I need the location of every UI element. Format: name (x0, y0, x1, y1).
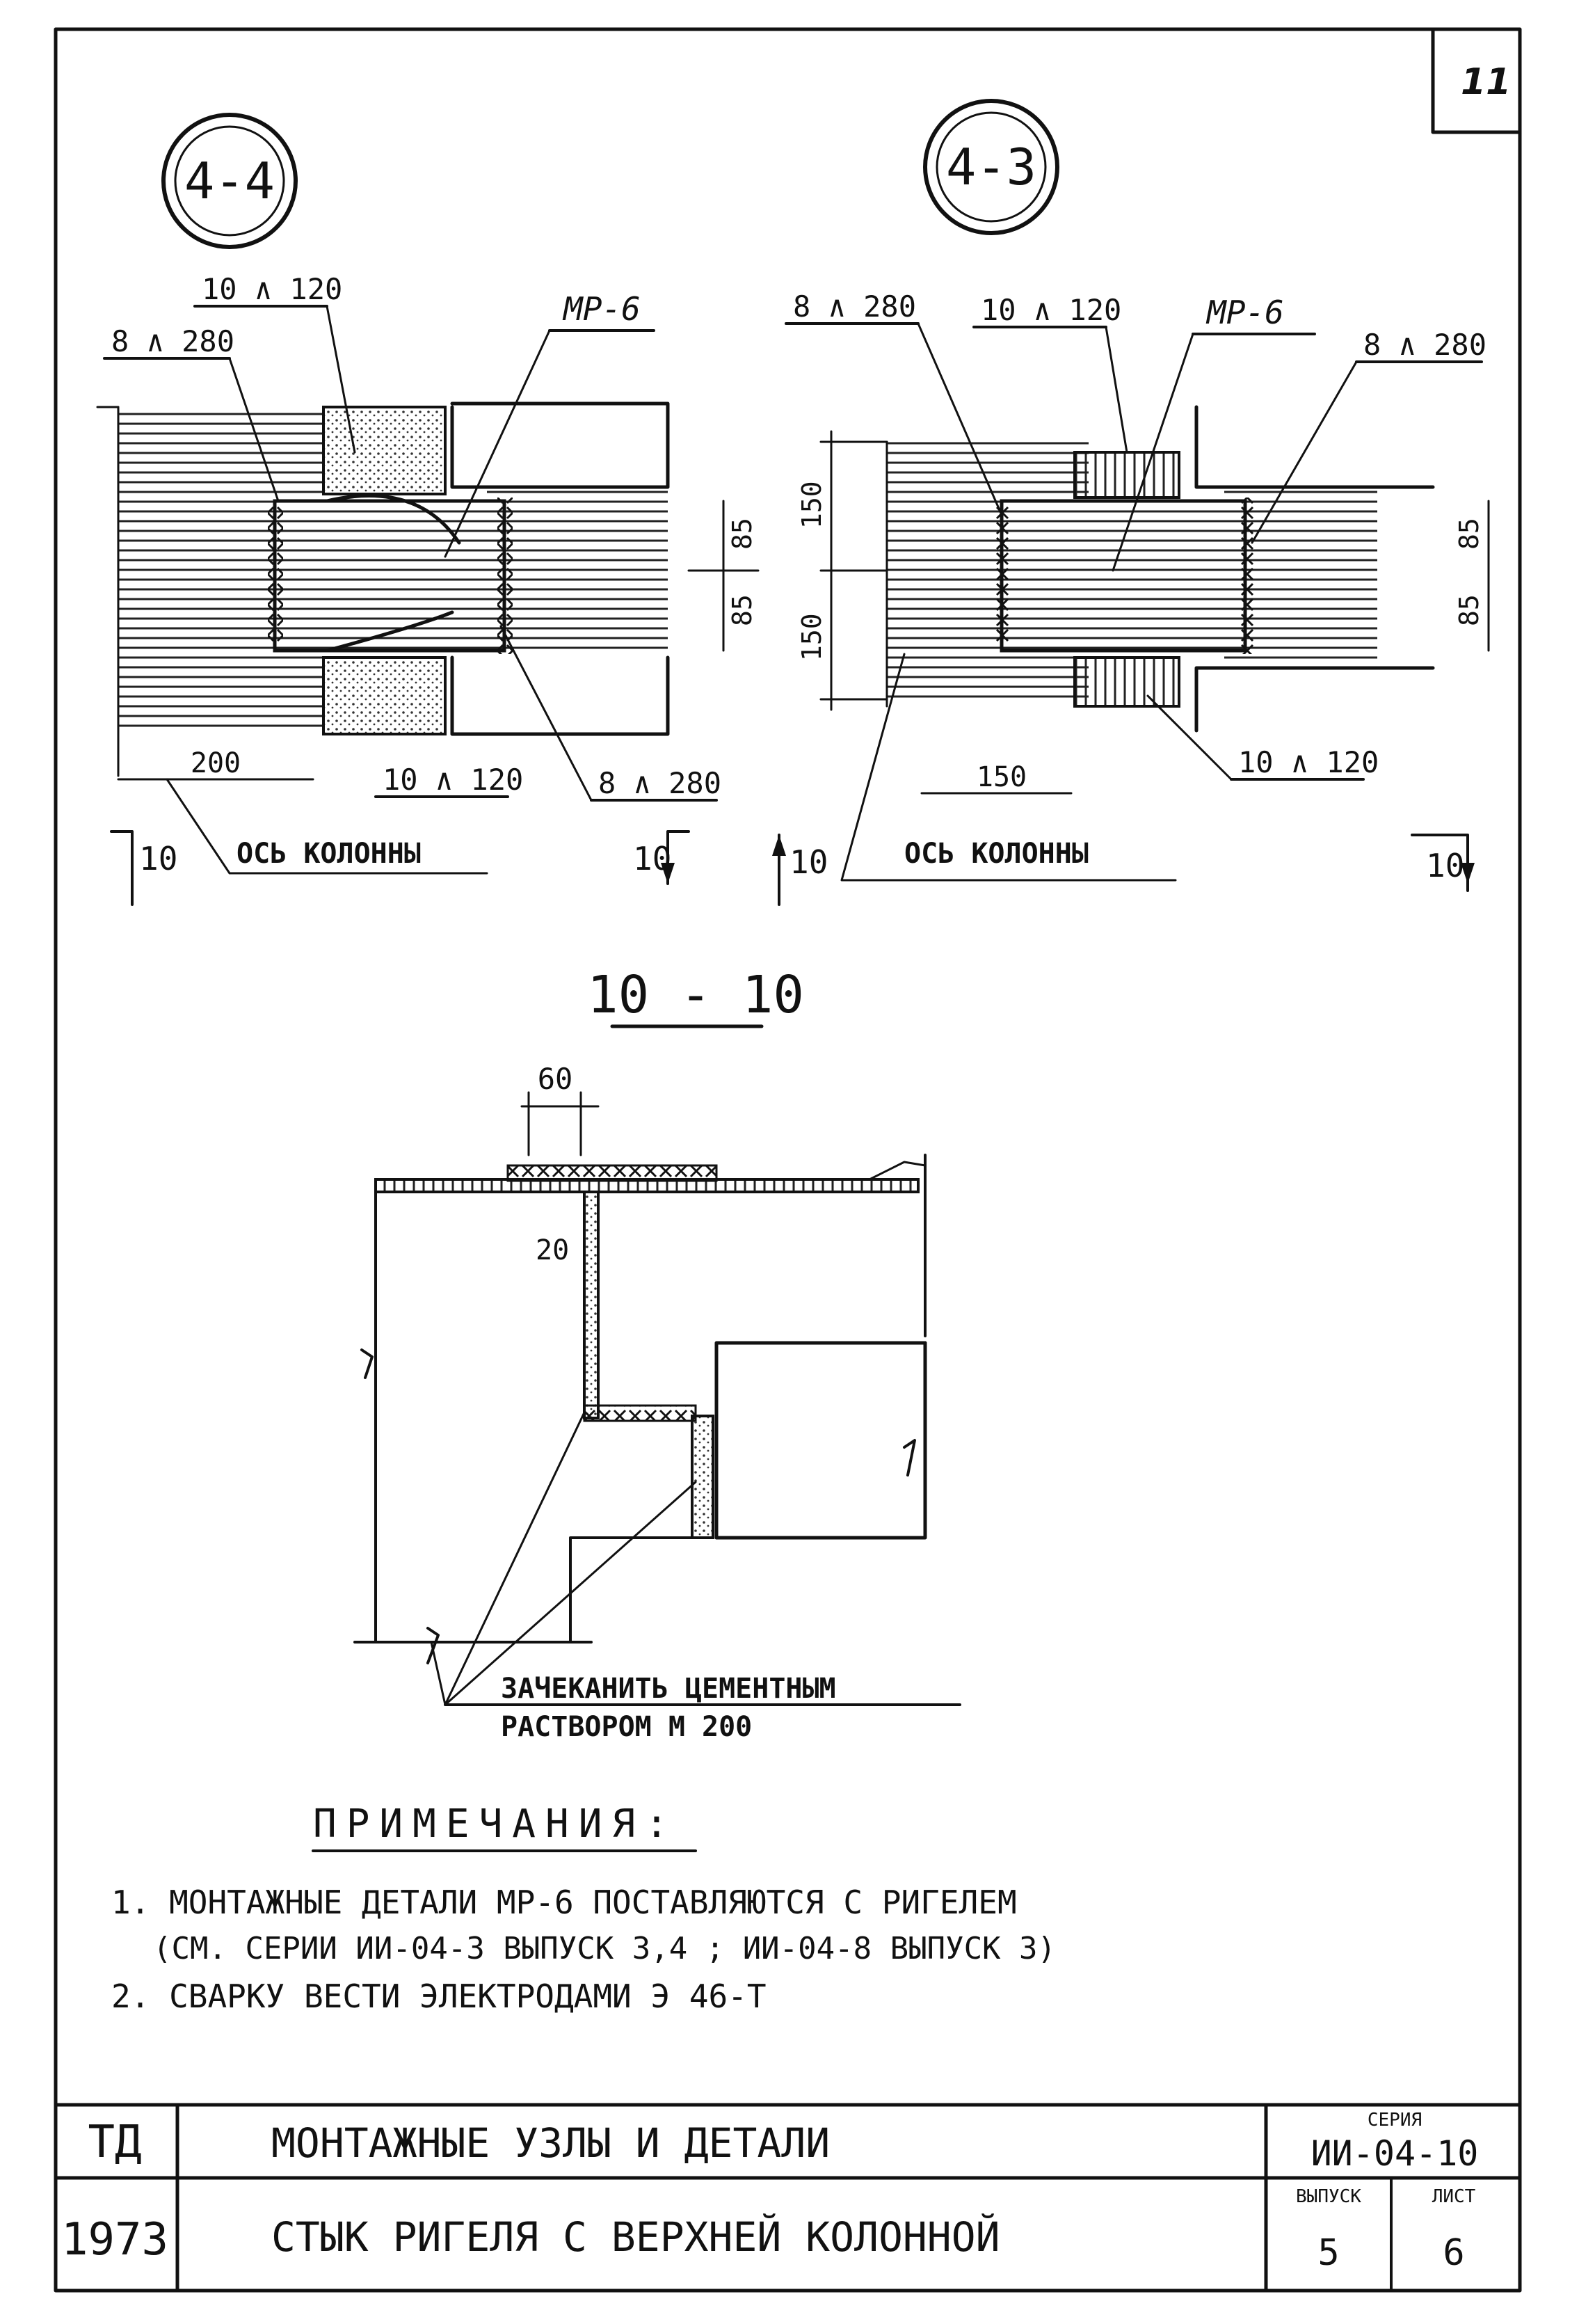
beam-hatch-left (487, 487, 668, 651)
drawing-title: МОНТАЖНЫЕ УЗЛЫ И ДЕТАЛИ (271, 2119, 830, 2167)
page-number-box: 11 (1431, 27, 1522, 134)
view-badge-4-4: 4-4 (161, 113, 298, 249)
sheet-frame (54, 27, 1522, 2293)
weld-callout-bottom-right: 8 ∧ 280 (598, 766, 721, 800)
note-2: 2. СВАРКУ ВЕСТИ ЭЛЕКТРОДАМИ Э 46-Т (111, 1977, 767, 2015)
svg-text:4-3: 4-3 (946, 138, 1036, 196)
axis-label-left: ОСЬ КОЛОННЫ (237, 838, 421, 870)
weld-right-vertical-l (497, 498, 513, 654)
dim-85-bottom-left: 85 (727, 594, 758, 626)
dim-200: 200 (191, 747, 241, 779)
section-mark-right-a: 10 (790, 843, 828, 881)
note-1-line-2: (СМ. СЕРИИ ИИ-04-3 ВЫПУСК 3,4 ; ИИ-04-8 … (153, 1931, 1056, 1966)
weld-callout-bottom-r: 10 ∧ 120 (1238, 745, 1379, 779)
view-badge-4-3: 4-3 (923, 99, 1059, 235)
weld-left-vertical-r (995, 504, 1010, 644)
vertical-plate (583, 1191, 600, 1419)
grout-note-line2: РАСТВОРОМ М 200 (501, 1711, 752, 1743)
grout-fill (691, 1415, 714, 1539)
view-4-3: 4-3 150 150 8 ∧ 280 10 ∧ 120 МР-6 8 ∧ 28… (772, 99, 1490, 906)
mr6-plate-right (1000, 499, 1247, 653)
view-4-4: 4-4 8 ∧ 280 10 ∧ 120 МР-6 10 ∧ 120 8 ∧ (96, 113, 760, 906)
sheet-value: 6 (1443, 2232, 1464, 2274)
weld-right-vertical-r (1238, 498, 1253, 654)
svg-text:4-4: 4-4 (184, 152, 275, 210)
bar-top-left (322, 406, 447, 495)
weld-callout-top-right-r: 8 ∧ 280 (1363, 328, 1486, 362)
issue-value: 5 (1317, 2232, 1339, 2274)
note-1-line-1: 1. МОНТАЖНЫЕ ДЕТАЛИ МР-6 ПОСТАВЛЯЮТСЯ С … (111, 1884, 1017, 1921)
dim-150-width: 150 (977, 761, 1027, 793)
dim-60: 60 (538, 1062, 573, 1096)
weld-callout-bottom: 10 ∧ 120 (383, 763, 523, 797)
bar-top-right (1073, 451, 1180, 499)
section-mark-left-a: 10 (139, 840, 177, 877)
org-code: ТД (88, 2117, 141, 2168)
dim-85-bottom-right: 85 (1454, 594, 1484, 626)
section-mark-right-b: 10 (1426, 847, 1464, 884)
section-title: 10 - 10 (587, 965, 804, 1025)
notes-block: ПРИМЕЧАНИЯ: 1. МОНТАЖНЫЕ ДЕТАЛИ МР-6 ПОС… (111, 1801, 1056, 2015)
bottom-weld-10 (583, 1404, 697, 1422)
dim-150-bottom: 150 (796, 613, 827, 661)
weld-callout-top-left: 8 ∧ 280 (111, 324, 234, 358)
dim-85-top-left: 85 (727, 518, 758, 550)
dim-85-top-right: 85 (1454, 518, 1484, 550)
top-plate-weld (506, 1164, 718, 1182)
bar-bottom-right (1073, 656, 1180, 708)
weld-callout-top: 10 ∧ 120 (202, 272, 342, 306)
drawing-subtitle: СТЫК РИГЕЛЯ С ВЕРХНЕЙ КОЛОННОЙ (271, 2213, 1000, 2261)
page-number: 11 (1461, 61, 1511, 103)
series-label: СЕРИЯ (1368, 2110, 1422, 2131)
issue-label: ВЫПУСК (1296, 2186, 1361, 2207)
weld-callout-top-left-r: 8 ∧ 280 (793, 289, 916, 324)
axis-label-right: ОСЬ КОЛОННЫ (904, 838, 1089, 870)
notes-heading: ПРИМЕЧАНИЯ: (313, 1801, 678, 1847)
part-label-mr6-left: МР-6 (562, 290, 641, 328)
section-10-10: 10 - 10 60 20 ЗАЧЕКАНИТЬ ЦЕМЕНТНЫМ РА (353, 965, 961, 1743)
title-block: ТД 1973 МОНТАЖНЫЕ УЗЛЫ И ДЕТАЛИ СТЫК РИГ… (54, 2103, 1522, 2293)
weld-callout-top-r: 10 ∧ 120 (981, 293, 1121, 327)
dim-20: 20 (536, 1234, 569, 1266)
bar-bottom-left (322, 656, 447, 735)
grout-note-line1: ЗАЧЕКАНИТЬ ЦЕМЕНТНЫМ (501, 1673, 836, 1705)
mr6-plate-left (273, 499, 506, 653)
weld-left-vertical (268, 504, 283, 644)
part-label-mr6-right: МР-6 (1205, 294, 1284, 331)
dim-150-top: 150 (796, 481, 827, 529)
series-value: ИИ-04-10 (1311, 2133, 1479, 2174)
year: 1973 (61, 2214, 168, 2266)
sheet-label: ЛИСТ (1432, 2186, 1476, 2207)
